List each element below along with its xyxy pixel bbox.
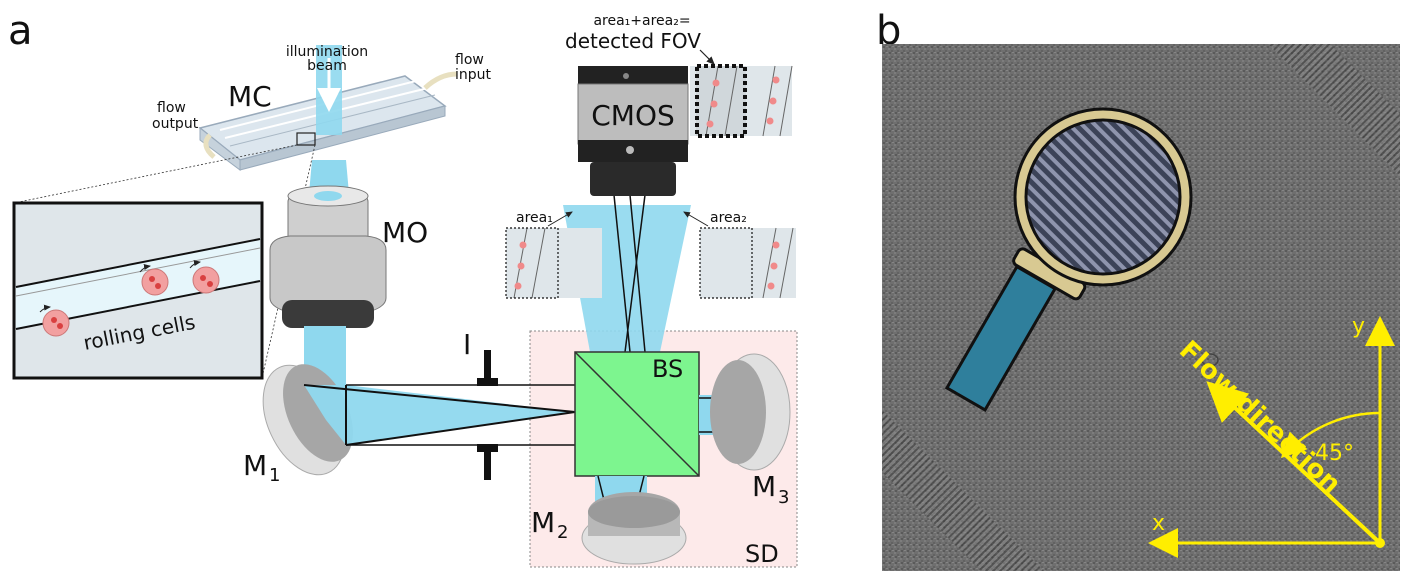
area1-image [505, 227, 602, 299]
y-axis-label: y [1352, 314, 1365, 339]
flow-input-label-1: flow [455, 52, 484, 68]
cell [141, 268, 169, 296]
area2-image [699, 227, 796, 299]
m1-subscript: 1 [269, 465, 280, 486]
rolling-cells-inset: rolling cells [12, 201, 264, 380]
flow-output-label-2: output [152, 116, 199, 132]
illumination-label-1: illumination [286, 44, 368, 60]
angle-label: 45° [1315, 441, 1354, 466]
cell [42, 309, 70, 337]
detected-fov-label: detected FOV [565, 29, 701, 53]
detected-fov-image [690, 64, 793, 138]
magnifier-icon [944, 107, 1193, 412]
mirror-m2 [581, 492, 687, 565]
cmos-label: CMOS [591, 99, 675, 132]
microscope-objective [269, 185, 387, 328]
m2-subscript: 2 [557, 522, 568, 543]
area2-label: area₂ [710, 210, 747, 226]
area-sum-label: area₁+area₂= [593, 13, 690, 29]
angle-arc [1280, 411, 1381, 459]
iris-label: I [463, 328, 471, 361]
x-axis-label: x [1152, 511, 1165, 536]
mo-label: MO [382, 216, 428, 249]
beam-splitter [574, 351, 700, 477]
flow-direction-arrow [1206, 381, 1382, 545]
sd-label: SD [745, 540, 779, 568]
panel-a: a illumination beam flow input flow outp… [8, 8, 798, 568]
m2-label: M [531, 506, 555, 539]
mc-label: MC [228, 80, 272, 113]
cmos-camera [577, 66, 689, 196]
flow-output-label-1: flow [157, 100, 186, 116]
panel-b: b x y 45° Flow direction [876, 8, 1400, 571]
cell [192, 266, 220, 294]
m3-subscript: 3 [778, 487, 789, 508]
mirror-m3 [710, 353, 791, 471]
flow-input-label-2: input [455, 67, 492, 83]
iris-diaphragm [477, 350, 498, 480]
area1-label: area₁ [516, 210, 553, 226]
panel-a-label: a [8, 8, 33, 54]
m1-label: M [243, 449, 267, 482]
m3-label: M [752, 470, 776, 503]
illumination-label-2: beam [307, 58, 347, 74]
bs-label: BS [652, 355, 683, 383]
